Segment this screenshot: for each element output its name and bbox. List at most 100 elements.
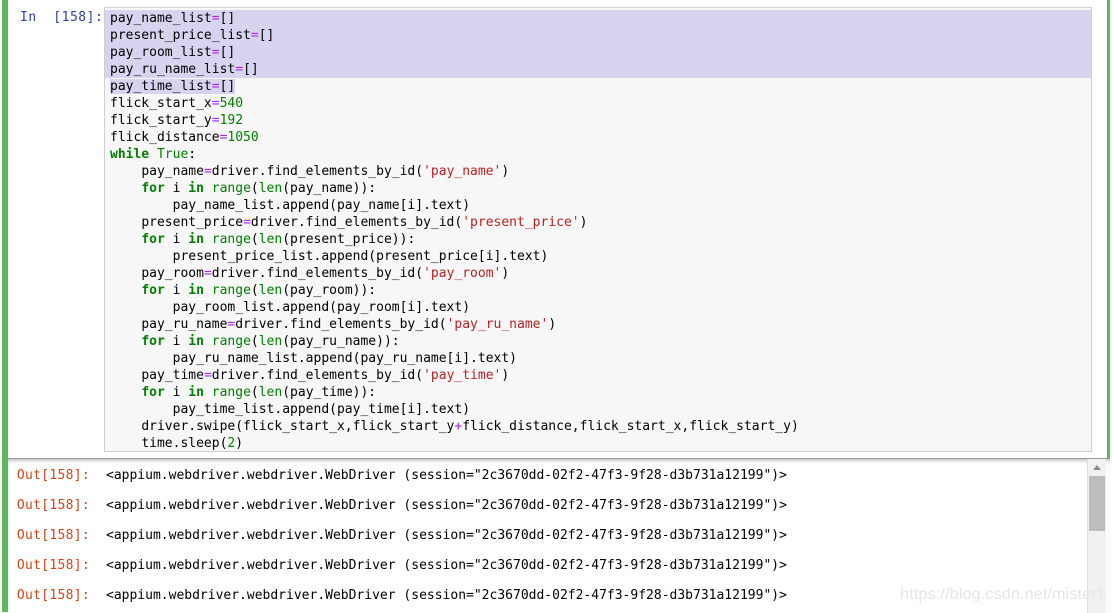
code-line: pay_ru_name_list=[] [105, 61, 1091, 78]
code-line-text: flick_distance=1050 [110, 130, 259, 145]
code-line: flick_start_y=192 [110, 112, 1091, 129]
code-token: = [219, 130, 228, 145]
code-line: present_price=driver.find_elements_by_id… [110, 214, 1091, 231]
code-token: ( [250, 232, 259, 247]
input-prompt: In [158]: [20, 10, 104, 25]
code-token: pay_name [141, 164, 204, 179]
code-token: 'pay_room' [423, 266, 502, 281]
output-prompt: Out[158]: [16, 468, 90, 483]
output-scrollbar[interactable] [1087, 459, 1106, 613]
code-token: : [188, 147, 197, 162]
code-line-text: present_price_list.append(present_price[… [110, 249, 549, 264]
code-line-text: for i in range(len(pay_ru_name)): [110, 334, 399, 349]
code-token: (pay_time)): [282, 385, 377, 400]
code-lines-container: pay_name_list=[]present_price_list=[]pay… [105, 8, 1091, 451]
code-token: [] [219, 45, 236, 60]
code-line: flick_start_x=540 [110, 95, 1091, 112]
code-line: time.sleep(2) [110, 435, 1091, 451]
code-token: i [164, 232, 189, 247]
code-token: driver.swipe(flick_start_x,flick_start_y [141, 419, 455, 434]
code-token: pay_room_list [110, 45, 212, 60]
code-token: (pay_room)): [282, 283, 377, 298]
code-token: i [164, 385, 189, 400]
code-line: pay_room_list=[] [105, 44, 1091, 61]
code-line: pay_name=driver.find_elements_by_id('pay… [110, 163, 1091, 180]
code-token: time.sleep( [141, 436, 228, 451]
code-editor[interactable]: pay_name_list=[]present_price_list=[]pay… [104, 7, 1092, 452]
code-token: for [141, 334, 165, 349]
code-token: ) [235, 436, 244, 451]
output-text: <appium.webdriver.webdriver.WebDriver (s… [106, 468, 787, 483]
code-token: ( [250, 385, 259, 400]
code-token [204, 334, 212, 349]
code-line-text: time.sleep(2) [110, 436, 243, 451]
code-line: for i in range(len(pay_time)): [110, 384, 1091, 401]
code-line-text: pay_ru_name=driver.find_elements_by_id('… [110, 317, 556, 332]
code-token: pay_time_list.append(pay_time[i].text) [172, 402, 471, 417]
code-token: (present_price)): [282, 232, 416, 247]
code-token: [] [219, 11, 236, 26]
code-line-text: present_price=driver.find_elements_by_id… [110, 215, 587, 230]
code-token: [] [258, 28, 275, 43]
code-token: range [211, 385, 251, 400]
code-line: for i in range(len(pay_room)): [110, 282, 1091, 299]
code-line-text: for i in range(len(pay_name)): [110, 181, 376, 196]
output-text: <appium.webdriver.webdriver.WebDriver (s… [106, 558, 787, 573]
code-token: driver.find_elements_by_id( [211, 164, 424, 179]
code-token: in [188, 283, 204, 298]
code-token: pay_ru_name [141, 317, 228, 332]
code-line: for i in range(len(present_price)): [110, 231, 1091, 248]
code-line: pay_name_list.append(pay_name[i].text) [110, 197, 1091, 214]
code-token: for [141, 181, 165, 196]
code-token: pay_room_list.append(pay_room[i].text) [172, 300, 471, 315]
code-line-text: pay_name_list.append(pay_name[i].text) [110, 198, 470, 213]
code-line: pay_ru_name_list.append(pay_ru_name[i].t… [110, 350, 1091, 367]
selected-cell-indicator-output [2, 458, 8, 612]
code-token: ) [501, 164, 510, 179]
scroll-up-button[interactable] [1088, 459, 1106, 474]
code-token: [] [243, 62, 259, 77]
code-token: = [211, 113, 220, 128]
code-line: present_price_list.append(present_price[… [110, 248, 1091, 265]
code-token: 540 [219, 96, 244, 111]
code-token [204, 283, 212, 298]
code-token: in [188, 232, 204, 247]
code-line-text: driver.swipe(flick_start_x,flick_start_y… [110, 419, 798, 434]
code-line-text: for i in range(len(pay_room)): [110, 283, 376, 298]
output-row: Out[158]:<appium.webdriver.webdriver.Web… [8, 489, 1084, 519]
code-token: ( [250, 334, 259, 349]
code-line: pay_time_list=[] [110, 78, 1091, 95]
code-token: = [203, 368, 212, 383]
output-area[interactable]: Out[158]: <appium.webdriver.webdriver.Web… [8, 458, 1110, 613]
code-line-text: pay_room_list=[] [110, 45, 235, 60]
code-line-text: pay_name_list=[] [110, 11, 235, 26]
code-cell[interactable]: In [158]: pay_name_list=[]present_price_… [8, 0, 1094, 458]
code-token: driver.find_elements_by_id( [250, 215, 463, 230]
code-token: range [211, 283, 251, 298]
code-line-text: while True: [110, 147, 196, 162]
code-token: driver.find_elements_by_id( [211, 368, 424, 383]
code-token: = [211, 45, 220, 60]
code-token: pay_name_list.append(pay_name[i].text) [172, 198, 471, 213]
code-token: len [258, 385, 283, 400]
code-line: pay_ru_name=driver.find_elements_by_id('… [110, 316, 1091, 333]
output-row: Out[158]: <appium.webdriver.webdriver.Web… [8, 459, 1084, 489]
code-token: (pay_name)): [282, 181, 377, 196]
code-token: 192 [219, 113, 244, 128]
code-token: = [211, 79, 220, 94]
code-line: pay_room_list.append(pay_room[i].text) [110, 299, 1091, 316]
code-line-text: pay_ru_name_list.append(pay_ru_name[i].t… [110, 351, 517, 366]
code-line-text: flick_start_x=540 [110, 96, 243, 111]
code-token [204, 385, 212, 400]
code-token: len [258, 283, 283, 298]
code-token: range [211, 181, 251, 196]
scrollbar-thumb[interactable] [1089, 476, 1105, 531]
code-token: flick_distance [110, 130, 220, 145]
triangle-up-icon [1093, 465, 1101, 470]
output-row: Out[158]:<appium.webdriver.webdriver.Web… [8, 519, 1084, 549]
code-token: = [203, 164, 212, 179]
code-line-text: for i in range(len(pay_time)): [110, 385, 376, 400]
code-token: in [188, 181, 204, 196]
code-token: = [203, 266, 212, 281]
code-token: pay_ru_name_list [110, 62, 236, 77]
